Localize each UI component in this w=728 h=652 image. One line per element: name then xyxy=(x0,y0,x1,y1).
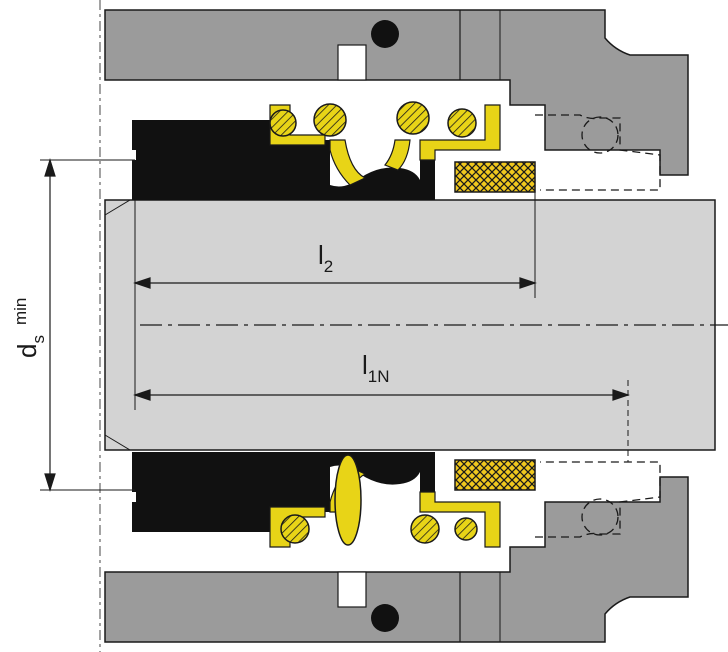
ds-sup: min xyxy=(11,297,30,326)
lower-seal-face xyxy=(454,459,536,491)
lower-seat-outline xyxy=(535,461,661,538)
upper-housing xyxy=(104,9,689,176)
l1n-main: l xyxy=(362,350,368,380)
o-ring-top xyxy=(371,20,399,48)
lower-housing xyxy=(104,476,689,643)
ds-sub: s xyxy=(29,335,48,344)
l2-sub: 2 xyxy=(323,257,334,276)
o-ring-bottom xyxy=(371,604,399,632)
l2-dimension-label: l2 xyxy=(318,240,333,275)
spring-coils xyxy=(269,101,478,546)
upper-seat-outline xyxy=(535,114,661,191)
dimension-lines xyxy=(40,0,630,652)
upper-seal-face xyxy=(454,161,536,193)
ds-min-dimension-label: ds min xyxy=(11,297,48,358)
l1n-sub: 1N xyxy=(367,367,390,386)
l2-main: l xyxy=(318,240,324,270)
shaft xyxy=(104,199,728,451)
ds-main: d xyxy=(12,343,42,358)
l1n-dimension-label: l1N xyxy=(362,350,390,385)
